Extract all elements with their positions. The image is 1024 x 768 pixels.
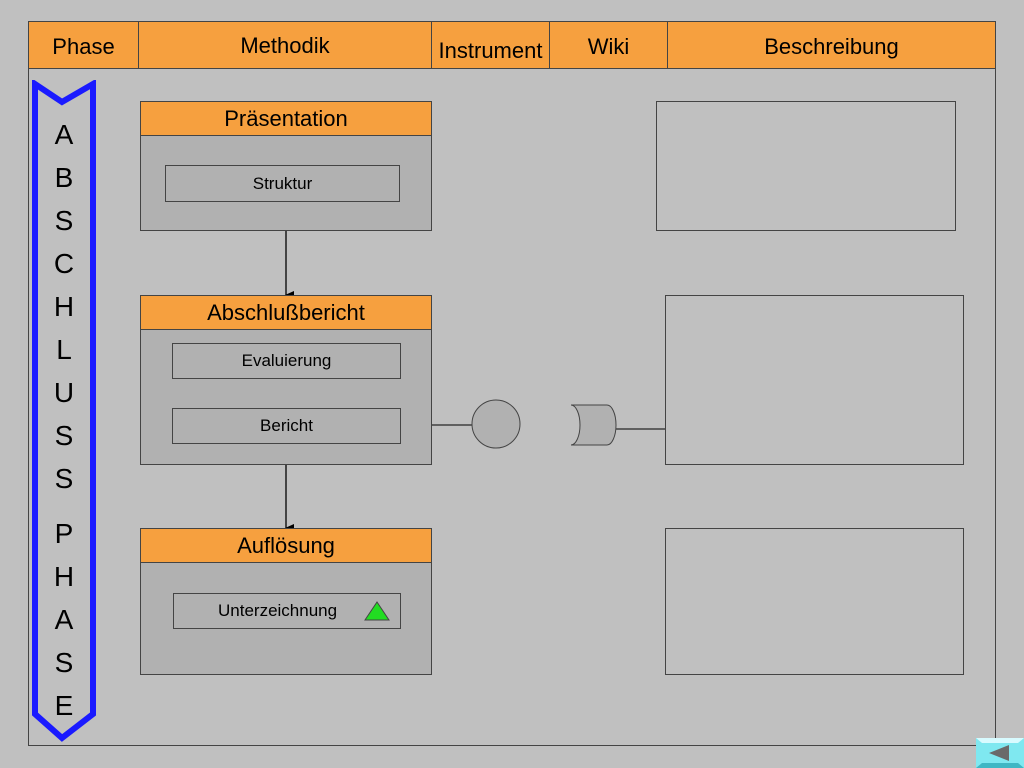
- phase-letter: U: [53, 377, 75, 408]
- header-beschreibung-label: Beschreibung: [764, 34, 899, 59]
- phase-letter: H: [53, 561, 75, 592]
- phase-letter: E: [54, 690, 74, 721]
- phase-arrow-shape: [32, 80, 96, 742]
- header-phase: Phase: [28, 21, 139, 69]
- description-box-praesentation: [656, 101, 956, 231]
- method-unterzeichnung-label: Unterzeichnung: [218, 601, 338, 620]
- phase-letter: B: [54, 162, 74, 193]
- phase-letter: P: [54, 518, 74, 549]
- phase-letter: L: [56, 334, 72, 365]
- phase-letter: S: [54, 463, 74, 494]
- stage-title: Auflösung: [141, 529, 431, 563]
- method-unterzeichnung[interactable]: Unterzeichnung: [173, 593, 401, 629]
- phase-letter: H: [53, 291, 75, 322]
- stage-title: Präsentation: [141, 102, 431, 136]
- description-box-aufloesung: [665, 528, 964, 675]
- stage-title: Abschlußbericht: [141, 296, 431, 330]
- phase-letter: A: [54, 604, 74, 635]
- description-box-abschlussbericht: [665, 295, 964, 465]
- header-methodik: Methodik: [138, 21, 432, 69]
- back-arrow-icon[interactable]: [976, 738, 1024, 768]
- header-instrument: Instrument: [431, 21, 550, 69]
- phase-letter: S: [54, 420, 74, 451]
- phase-letter: S: [54, 205, 74, 236]
- header-wiki-label: Wiki: [587, 34, 630, 59]
- phase-letter: C: [53, 248, 75, 279]
- header-instrument-label: Instrument: [438, 38, 543, 63]
- header-methodik-label: Methodik: [240, 33, 330, 58]
- phase-letter: A: [54, 119, 74, 150]
- method-evaluierung[interactable]: Evaluierung: [172, 343, 401, 379]
- header-wiki: Wiki: [549, 21, 668, 69]
- method-struktur[interactable]: Struktur: [165, 165, 400, 202]
- header-phase-label: Phase: [52, 34, 115, 59]
- triangle-up-icon: [364, 601, 390, 621]
- phase-letter: S: [54, 647, 74, 678]
- method-bericht[interactable]: Bericht: [172, 408, 401, 444]
- header-beschreibung: Beschreibung: [667, 21, 996, 69]
